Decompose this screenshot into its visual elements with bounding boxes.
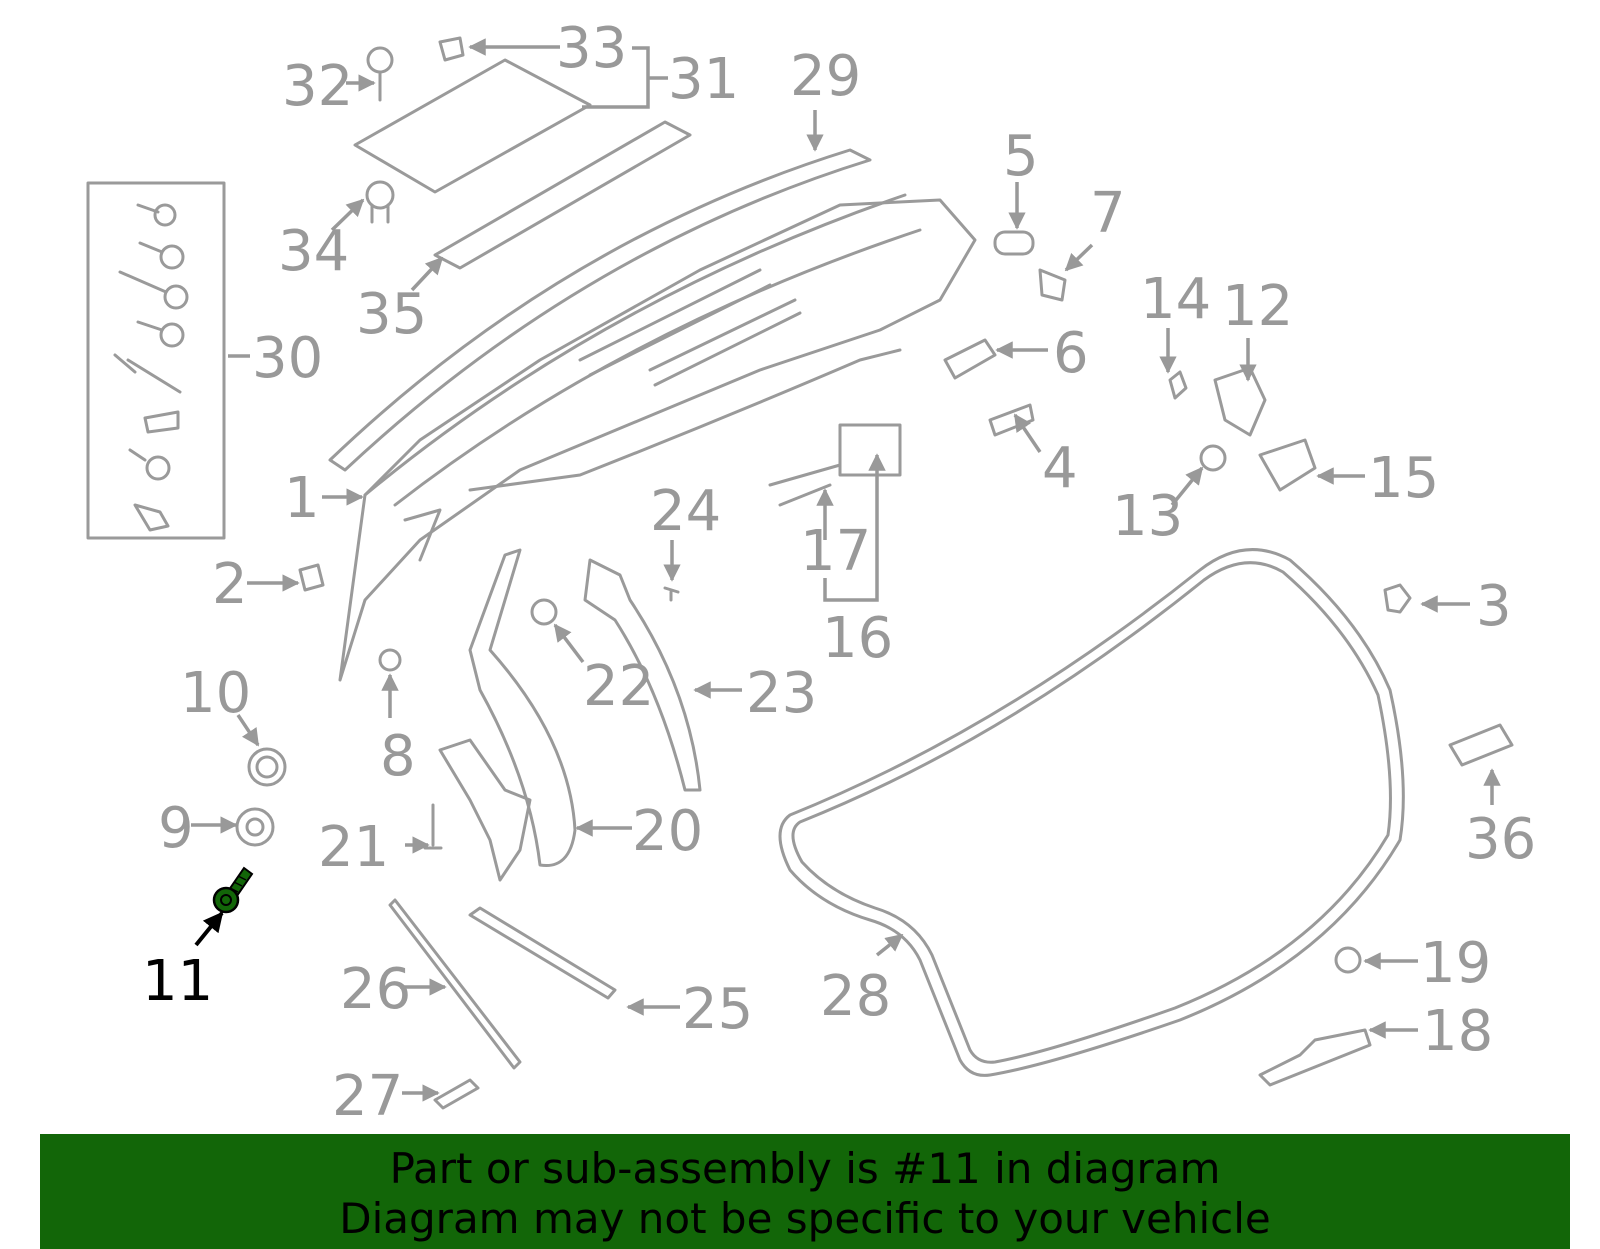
license-panel [353, 58, 692, 270]
label-8: 8 [380, 724, 416, 789]
label-33: 33 [556, 16, 627, 81]
leader-lines [191, 38, 1501, 1102]
label-21: 21 [318, 815, 389, 880]
label-22: 22 [583, 654, 654, 719]
label-24: 24 [650, 479, 721, 544]
label-10: 10 [180, 661, 251, 726]
trim-23 [583, 558, 702, 792]
callout-labels: 1 2 3 4 5 6 7 8 9 10 11 12 13 14 15 16 1… [142, 16, 1536, 1129]
label-9: 9 [158, 796, 194, 861]
label-23: 23 [746, 661, 817, 726]
label-30: 30 [252, 326, 323, 391]
part-11-bolt [212, 866, 254, 914]
label-1: 1 [284, 466, 320, 531]
hinge-20 [438, 548, 577, 882]
label-32: 32 [282, 54, 353, 119]
info-banner: Part or sub-assembly is #11 in diagram D… [40, 1134, 1570, 1249]
label-34: 34 [278, 219, 349, 284]
label-15: 15 [1368, 446, 1439, 511]
label-16: 16 [822, 606, 893, 671]
label-2: 2 [212, 552, 248, 617]
label-26: 26 [340, 957, 411, 1022]
banner-line-1: Part or sub-assembly is #11 in diagram [389, 1144, 1221, 1193]
small-parts [235, 36, 1514, 1087]
label-6: 6 [1053, 321, 1089, 386]
label-19: 19 [1420, 931, 1491, 996]
label-20: 20 [632, 799, 703, 864]
label-35: 35 [356, 282, 427, 347]
label-28: 28 [820, 964, 891, 1029]
label-14: 14 [1140, 267, 1211, 332]
label-31: 31 [668, 47, 739, 112]
seal-strip [328, 148, 872, 472]
label-18: 18 [1422, 999, 1493, 1064]
banner-line-2: Diagram may not be specific to your vehi… [339, 1194, 1271, 1243]
label-13: 13 [1112, 484, 1183, 549]
label-7: 7 [1090, 181, 1126, 246]
label-11: 11 [142, 949, 213, 1014]
label-25: 25 [682, 977, 753, 1042]
label-4: 4 [1042, 436, 1078, 501]
trunk-lid [338, 193, 977, 682]
bolt-kit-box [86, 181, 226, 540]
label-36: 36 [1465, 807, 1536, 872]
label-12: 12 [1222, 274, 1293, 339]
label-27: 27 [332, 1064, 403, 1129]
leader-line-11 [194, 911, 224, 947]
gas-struts [388, 898, 617, 1110]
label-17: 17 [800, 519, 871, 584]
label-29: 29 [790, 44, 861, 109]
label-5: 5 [1003, 124, 1039, 189]
tailgate-seal [778, 548, 1405, 1077]
label-3: 3 [1476, 574, 1512, 639]
